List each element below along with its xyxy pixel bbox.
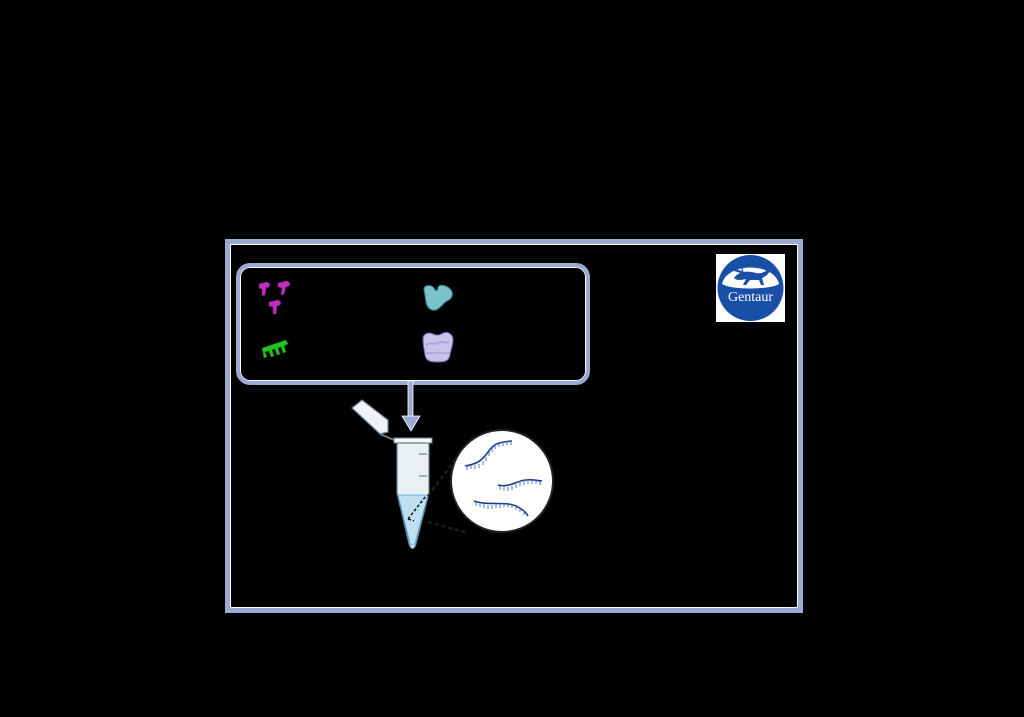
protein-lavender-icon — [422, 331, 454, 363]
logo-text: Gentaur — [728, 290, 773, 305]
protein-teal-icon — [423, 284, 453, 311]
antibody-magenta-icon — [258, 280, 291, 315]
antibody-green-icon — [261, 339, 289, 359]
gentaur-logo: Gentaur — [716, 254, 785, 322]
strand-bases — [466, 441, 541, 515]
microcentrifuge-tube-icon — [351, 399, 433, 550]
magnified-view — [450, 429, 554, 533]
arrow-down-icon — [401, 381, 421, 432]
figure-frame — [225, 239, 803, 613]
magnify-connector — [427, 459, 466, 533]
